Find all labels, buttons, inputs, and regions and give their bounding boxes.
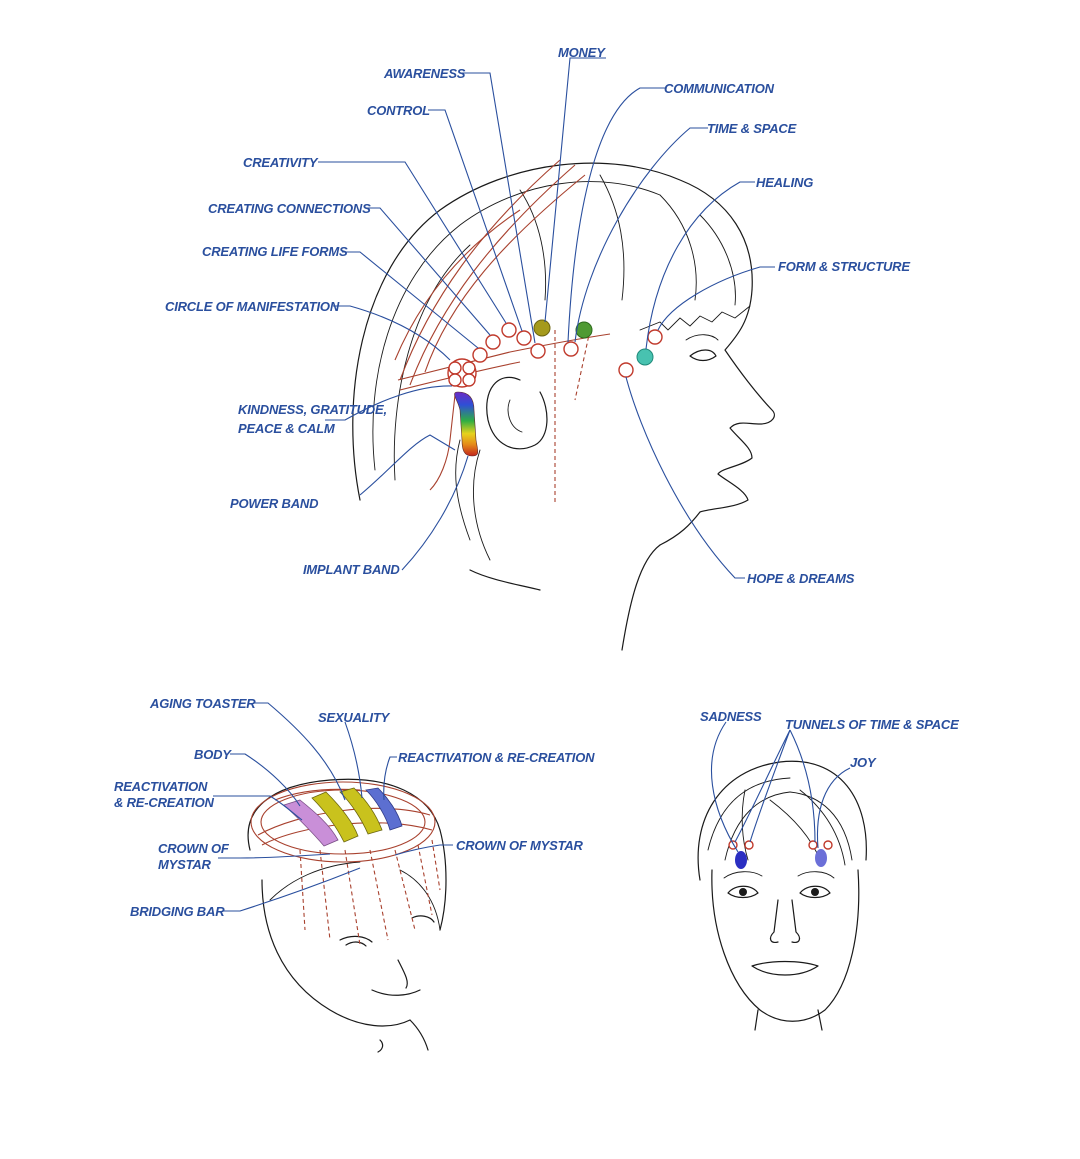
label-crown-left-line2: MYSTAR bbox=[158, 857, 212, 872]
label-money: MONEY bbox=[558, 45, 606, 60]
label-creating-connections: CREATING CONNECTIONS bbox=[208, 201, 371, 216]
front-right-pupil bbox=[811, 888, 819, 896]
label-power-band: POWER BAND bbox=[230, 496, 319, 511]
communication-point bbox=[576, 322, 592, 338]
side-view-head bbox=[353, 163, 775, 650]
form-structure-point bbox=[648, 330, 662, 344]
label-hope-dreams: HOPE & DREAMS bbox=[747, 571, 855, 586]
tunnels-point-left-b bbox=[745, 841, 753, 849]
label-healing: HEALING bbox=[756, 175, 813, 190]
label-control: CONTROL bbox=[367, 103, 430, 118]
label-circle-of-manifestation: CIRCLE OF MANIFESTATION bbox=[165, 299, 340, 314]
tunnels-point-right-a bbox=[809, 841, 817, 849]
label-body: BODY bbox=[194, 747, 232, 762]
label-implant-band: IMPLANT BAND bbox=[303, 562, 400, 577]
hope-dreams-point bbox=[619, 363, 633, 377]
joy-point bbox=[815, 849, 827, 867]
label-crown-right: CROWN OF MYSTAR bbox=[456, 838, 584, 853]
kindness-band bbox=[455, 392, 478, 456]
front-view-head bbox=[698, 761, 866, 1030]
side-leader-lines bbox=[318, 58, 775, 578]
front-left-pupil bbox=[739, 888, 747, 896]
front-energy-points bbox=[729, 841, 832, 869]
label-reactivation-left-line1: REACTIVATION bbox=[114, 779, 208, 794]
creating-connections-point bbox=[486, 335, 500, 349]
label-reactivation-left-line2: & RE-CREATION bbox=[114, 795, 215, 810]
label-sadness: SADNESS bbox=[700, 709, 762, 724]
label-time-space: TIME & SPACE bbox=[707, 121, 797, 136]
sadness-point bbox=[735, 851, 747, 869]
label-awareness: AWARENESS bbox=[383, 66, 466, 81]
time-space-point bbox=[564, 342, 578, 356]
label-bridging-bar: BRIDGING BAR bbox=[130, 904, 225, 919]
label-kindness-line1: KINDNESS, GRATITUDE, bbox=[238, 402, 387, 417]
creativity-point bbox=[502, 323, 516, 337]
label-joy: JOY bbox=[850, 755, 877, 770]
tunnels-point-right-b bbox=[824, 841, 832, 849]
money-point bbox=[534, 320, 550, 336]
control-point bbox=[517, 331, 531, 345]
creating-life-forms-point bbox=[473, 348, 487, 362]
label-aging-toaster: AGING TOASTER bbox=[149, 696, 256, 711]
front-labels: SADNESS TUNNELS OF TIME & SPACE JOY bbox=[700, 709, 959, 770]
label-communication: COMMUNICATION bbox=[664, 81, 775, 96]
label-tunnels: TUNNELS OF TIME & SPACE bbox=[785, 717, 959, 732]
label-kindness-line2: PEACE & CALM bbox=[238, 421, 336, 436]
healing-point bbox=[637, 349, 653, 365]
label-creativity: CREATIVITY bbox=[243, 155, 319, 170]
label-reactivation-right: REACTIVATION & RE-CREATION bbox=[398, 750, 595, 765]
label-crown-left-line1: CROWN OF bbox=[158, 841, 230, 856]
label-creating-life-forms: CREATING LIFE FORMS bbox=[202, 244, 348, 259]
front-leader-lines bbox=[711, 722, 850, 852]
label-sexuality: SEXUALITY bbox=[318, 710, 391, 725]
label-form-structure: FORM & STRUCTURE bbox=[778, 259, 910, 274]
awareness-point bbox=[531, 344, 545, 358]
side-labels: MONEY AWARENESS COMMUNICATION CONTROL TI… bbox=[165, 45, 910, 586]
